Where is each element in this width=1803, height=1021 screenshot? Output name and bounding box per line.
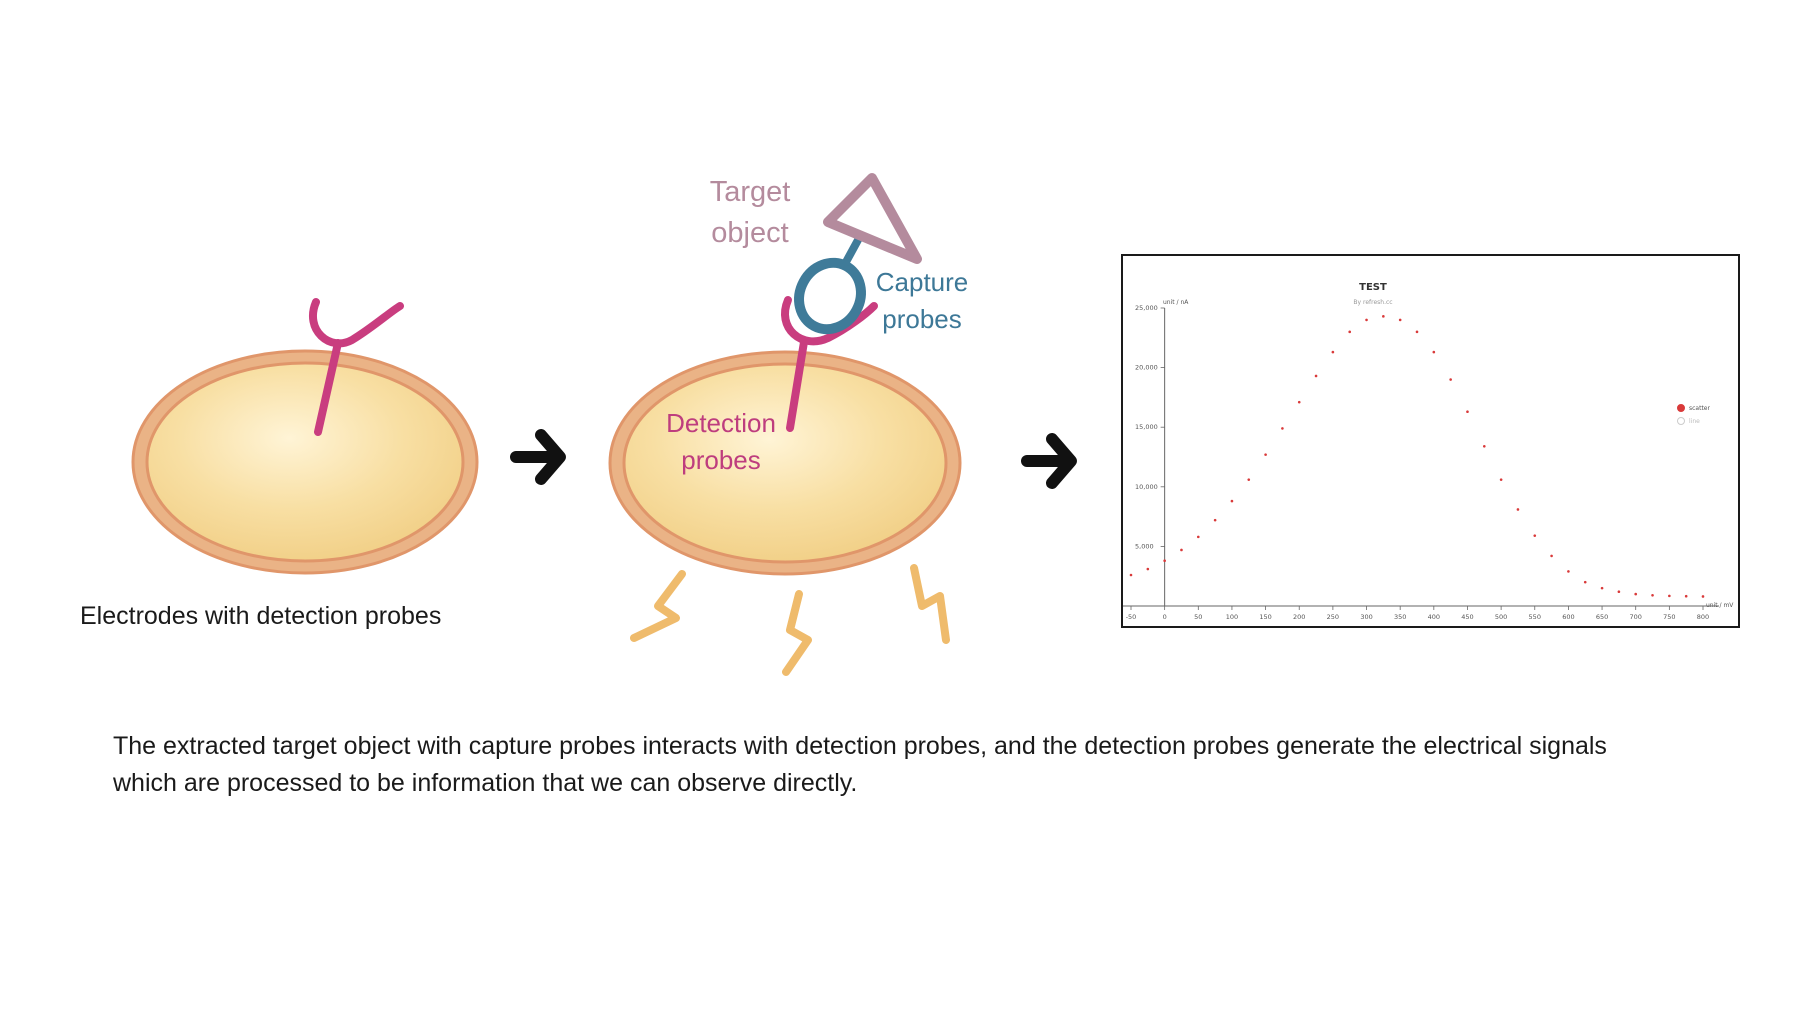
result-chart: TEST By refresh.cc unit / nA unit / mV -… xyxy=(1121,254,1740,628)
arrow-right-icon xyxy=(1021,433,1077,489)
x-tick-label: -50 xyxy=(1126,613,1137,621)
x-tick-label: 400 xyxy=(1428,613,1440,621)
x-tick-label: 250 xyxy=(1327,613,1339,621)
scatter-point xyxy=(1129,573,1133,577)
x-tick-label: 300 xyxy=(1360,613,1372,621)
scatter-point xyxy=(1213,518,1217,522)
y-tick-label: 20,000 xyxy=(1135,364,1158,372)
step1-caption: Electrodes with detection probes xyxy=(80,602,442,630)
lightning-icon xyxy=(782,590,812,676)
legend-marker xyxy=(1677,404,1685,412)
scatter-series xyxy=(1129,315,1705,598)
scatter-point xyxy=(1583,580,1587,584)
x-axis-label: unit / mV xyxy=(1706,602,1734,609)
x-tick-label: 450 xyxy=(1461,613,1473,621)
electrode-1 xyxy=(131,349,479,575)
x-tick-label: 150 xyxy=(1259,613,1271,621)
scatter-point xyxy=(1684,594,1688,598)
scatter-point xyxy=(1365,318,1368,322)
scatter-point xyxy=(1668,594,1671,598)
chart-plot: TEST By refresh.cc unit / nA unit / mV -… xyxy=(1123,282,1734,621)
scatter-point xyxy=(1247,478,1251,481)
scatter-point xyxy=(1499,478,1503,481)
x-tick-label: 600 xyxy=(1562,613,1574,621)
scatter-point xyxy=(1331,350,1335,354)
chart-subtitle: By refresh.cc xyxy=(1353,299,1392,306)
x-tick-label: 700 xyxy=(1629,613,1641,621)
legend-item-scatter[interactable]: scatter xyxy=(1689,405,1710,412)
target-object-icon xyxy=(823,173,922,264)
scatter-point xyxy=(1314,374,1318,378)
scatter-point xyxy=(1651,593,1654,597)
electrode-2 xyxy=(608,350,962,576)
detection-probe-2 xyxy=(781,296,878,432)
scatter-point xyxy=(1432,350,1436,354)
chart-legend[interactable]: scatter line xyxy=(1677,404,1711,426)
scatter-point xyxy=(1163,559,1166,563)
description-text: The extracted target object with capture… xyxy=(113,732,1607,797)
x-tick-label: 650 xyxy=(1596,613,1608,621)
scatter-point xyxy=(1567,570,1570,573)
scatter-point xyxy=(1382,315,1385,318)
detection-probe-1 xyxy=(309,298,404,436)
scatter-point xyxy=(1516,508,1520,511)
arrow-right-icon xyxy=(510,429,566,485)
capture-probes-label: Capture probes xyxy=(875,267,969,334)
x-tick-label: 0 xyxy=(1163,613,1167,621)
x-tick-label: 350 xyxy=(1394,613,1406,621)
detection-probes-label: Detection probes xyxy=(666,408,776,475)
chart-title: TEST xyxy=(1359,282,1387,293)
scatter-point xyxy=(1634,592,1638,596)
lightning-icon xyxy=(630,570,686,642)
scatter-point xyxy=(1297,400,1301,404)
scatter-point xyxy=(1146,567,1150,571)
scatter-point xyxy=(1348,330,1352,334)
y-tick-label: 15,000 xyxy=(1135,423,1158,431)
legend-item-line[interactable]: line xyxy=(1689,418,1700,425)
scatter-point xyxy=(1533,534,1537,537)
scatter-point xyxy=(1466,410,1469,414)
y-axis-label: unit / nA xyxy=(1163,299,1189,306)
signal-icons xyxy=(630,564,950,676)
scatter-point xyxy=(1264,453,1267,456)
x-axis-ticks: -50 0 50 100 150 200 250 300 350 400 450 500 550 600 6… xyxy=(1126,606,1709,621)
scatter-point xyxy=(1449,378,1452,381)
y-tick-label: 25,000 xyxy=(1135,304,1158,312)
x-tick-label: 750 xyxy=(1663,613,1675,621)
y-tick-label: 10,000 xyxy=(1135,483,1158,491)
scatter-point xyxy=(1230,499,1234,503)
x-tick-label: 100 xyxy=(1226,613,1238,621)
scatter-point xyxy=(1600,586,1604,590)
x-tick-label: 200 xyxy=(1293,613,1305,621)
lightning-icon xyxy=(910,564,950,644)
scatter-point xyxy=(1701,595,1705,598)
scatter-point xyxy=(1281,427,1284,430)
scatter-point xyxy=(1482,444,1486,448)
y-axis-ticks: 5,000 10,000 15,000 20,000 25,000 xyxy=(1135,304,1165,550)
x-tick-label: 500 xyxy=(1495,613,1507,621)
legend-marker xyxy=(1677,417,1685,425)
x-tick-label: 50 xyxy=(1194,613,1202,621)
scatter-point xyxy=(1196,535,1200,539)
chart-axes xyxy=(1123,308,1719,607)
scatter-point xyxy=(1398,318,1402,322)
scatter-point xyxy=(1550,554,1553,558)
y-tick-label: 5,000 xyxy=(1135,542,1154,550)
capture-probe xyxy=(794,236,866,335)
scatter-point xyxy=(1180,548,1183,552)
scatter-point xyxy=(1415,330,1419,334)
x-tick-label: 800 xyxy=(1697,613,1709,621)
x-tick-label: 550 xyxy=(1529,613,1541,621)
scatter-point xyxy=(1617,590,1621,593)
target-object-label: Target object xyxy=(709,176,791,249)
